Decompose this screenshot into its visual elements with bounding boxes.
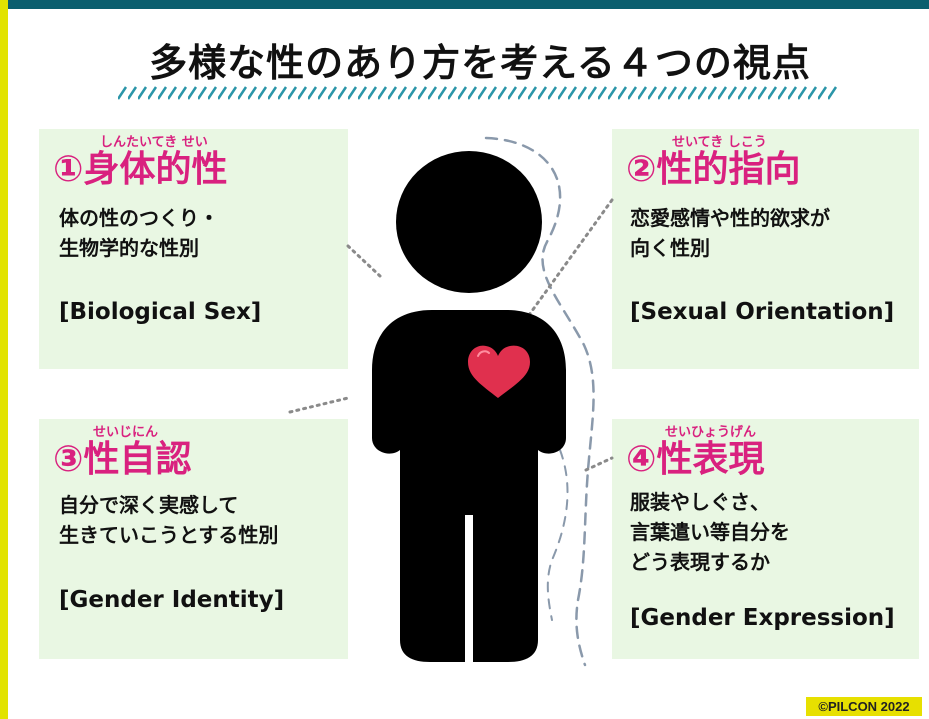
desc-gender-expression-line2: 言葉遣い等自分を [630, 520, 790, 544]
box-biological-sex [39, 129, 348, 369]
english-gender-expression: [Gender Expression] [630, 605, 895, 631]
desc-gender-identity-line2: 生きていこうとする性別 [59, 523, 279, 547]
person-silhouette-icon [372, 151, 566, 662]
title-underline-decoration [118, 86, 838, 100]
left-accent-bar [0, 0, 8, 719]
box-gender-identity [39, 419, 348, 659]
english-sexual-orientation: [Sexual Orientation] [630, 299, 895, 325]
heading-gender-expression: ④性表現 [626, 439, 765, 480]
dashed-aura-outline [484, 136, 595, 667]
connector-biological-sex [346, 244, 382, 278]
english-biological-sex: [Biological Sex] [59, 299, 262, 325]
desc-sexual-orientation-line1: 恋愛感情や性的欲求が [630, 206, 830, 230]
desc-biological-sex-line2: 生物学的な性別 [59, 236, 199, 260]
ruby-biological-sex: しんたいてき せい [100, 135, 208, 150]
dashed-aura-outline-inner [546, 449, 569, 621]
english-gender-identity: [Gender Identity] [59, 587, 285, 613]
ruby-gender-expression: せいひょうげん [665, 425, 757, 440]
ruby-gender-identity: せいじにん [93, 425, 159, 440]
top-accent-bar [0, 0, 929, 9]
copyright-badge: ©PILCON 2022 [806, 697, 922, 716]
desc-gender-expression-line1: 服装やしぐさ、 [630, 490, 770, 514]
box-gender-expression [612, 419, 919, 659]
heading-sexual-orientation: ②性的指向 [626, 149, 801, 190]
heart-icon [468, 345, 530, 398]
page-title: 多様な性のあり方を考える４つの視点 [149, 41, 811, 85]
ruby-sexual-orientation: せいてき しこう [672, 135, 767, 150]
desc-biological-sex-line1: 体の性のつくり・ [59, 206, 219, 230]
connector-gender-identity [288, 396, 350, 414]
box-sexual-orientation [612, 129, 919, 369]
desc-sexual-orientation-line2: 向く性別 [630, 236, 710, 260]
desc-gender-expression-line3: どう表現するか [630, 550, 770, 574]
desc-gender-identity-line1: 自分で深く実感して [59, 493, 239, 517]
connector-gender-expression [584, 456, 614, 472]
heading-gender-identity: ③性自認 [53, 439, 192, 480]
heading-biological-sex: ①身体的性 [53, 149, 228, 190]
